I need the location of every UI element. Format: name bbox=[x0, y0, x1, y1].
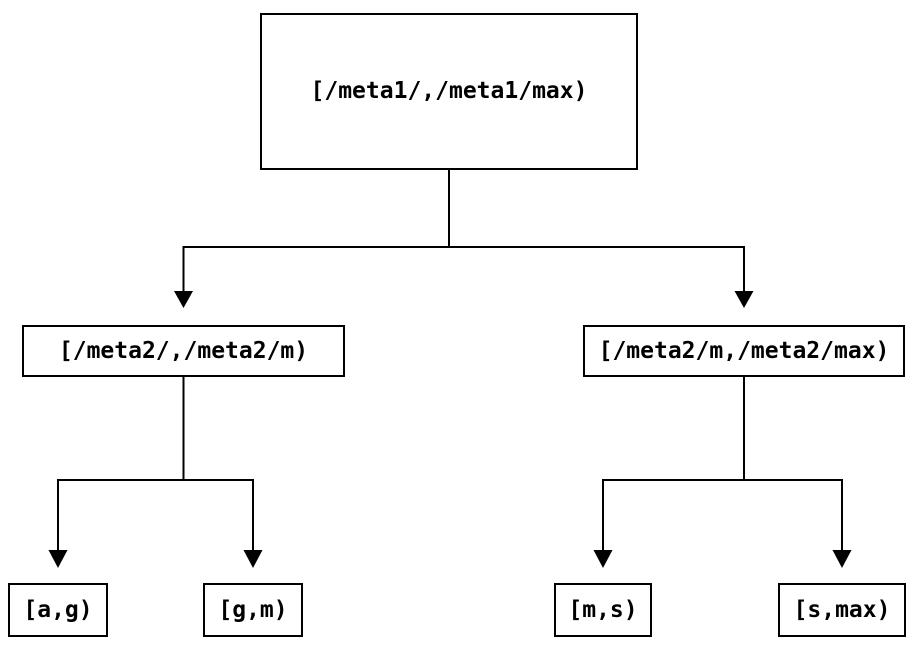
leaf-node-gm-label: [g,m) bbox=[218, 596, 288, 623]
leaf-node-ms: [m,s) bbox=[554, 583, 652, 637]
arrowhead-to-meta2-right bbox=[734, 291, 754, 308]
tree-node-meta2-right: [/meta2/m,/meta2/max) bbox=[583, 325, 905, 377]
leaf-node-ms-label: [m,s) bbox=[568, 596, 638, 623]
arrowhead-to-leaf-gm bbox=[243, 550, 263, 568]
tree-node-meta2-right-label: [/meta2/m,/meta2/max) bbox=[598, 337, 890, 364]
arrowhead-to-leaf-ms bbox=[593, 550, 613, 568]
leaf-node-ag: [a,g) bbox=[8, 583, 108, 637]
edge-root-to-children bbox=[174, 170, 754, 308]
arrowhead-to-leaf-smax bbox=[832, 550, 852, 568]
leaf-node-smax: [s,max) bbox=[778, 583, 906, 637]
leaf-node-ag-label: [a,g) bbox=[23, 596, 93, 623]
tree-node-root: [/meta1/,/meta1/max) bbox=[260, 13, 638, 170]
edge-meta2-right-to-children bbox=[593, 377, 852, 568]
edge-level1-rail bbox=[182, 246, 745, 292]
leaf-node-gm: [g,m) bbox=[203, 583, 303, 637]
edge-level2-left-rail bbox=[57, 479, 254, 551]
tree-node-root-label: [/meta1/,/meta1/max) bbox=[310, 78, 588, 104]
tree-node-meta2-left: [/meta2/,/meta2/m) bbox=[22, 325, 345, 377]
arrowhead-to-meta2-left bbox=[174, 291, 193, 308]
edge-level2-right-rail bbox=[602, 479, 843, 551]
arrowhead-to-leaf-ag bbox=[48, 550, 68, 568]
tree-node-meta2-left-label: [/meta2/,/meta2/m) bbox=[58, 337, 309, 364]
edge-meta2-left-to-children bbox=[48, 377, 263, 568]
leaf-node-smax-label: [s,max) bbox=[793, 596, 891, 623]
